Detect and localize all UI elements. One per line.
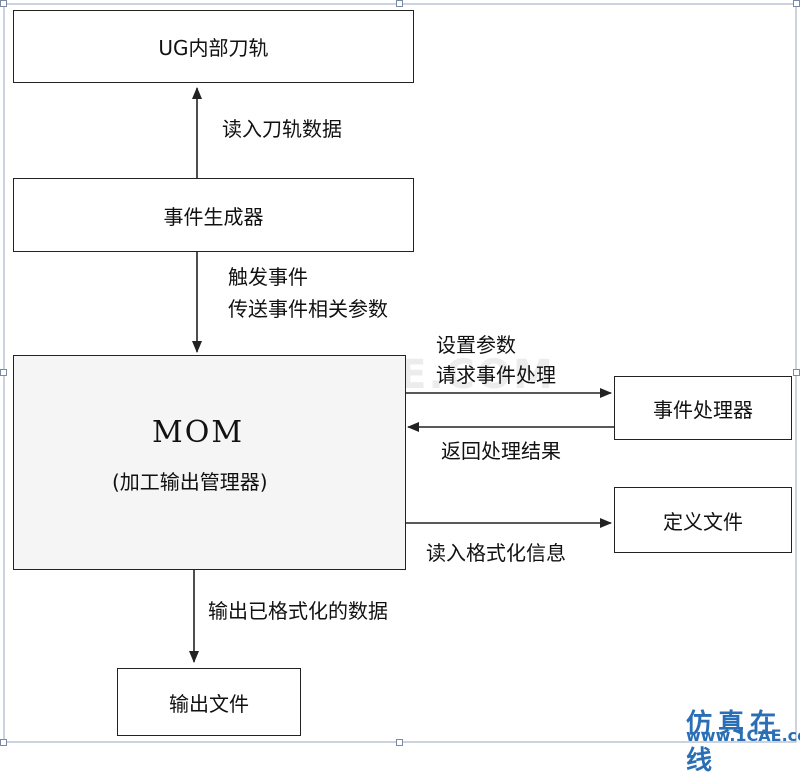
node-output-file[interactable]: 输出文件: [117, 668, 301, 736]
node-mom[interactable]: [13, 355, 406, 570]
edge-label-return-result: 返回处理结果: [441, 439, 561, 463]
edge-label-read-toolpath: 读入刀轨数据: [222, 117, 342, 141]
node-ug-toolpath[interactable]: UG内部刀轨: [13, 10, 414, 83]
node-event-generator-label: 事件生成器: [163, 204, 264, 229]
resize-handle-middle-left[interactable]: [0, 369, 7, 376]
brand-watermark-url: www.1CAE.com: [686, 726, 800, 745]
edge-label-output-formatted: 输出已格式化的数据: [208, 599, 388, 623]
resize-handle-top-left[interactable]: [0, 0, 7, 7]
node-mom-subtitle: (加工输出管理器): [112, 470, 268, 494]
edge-label-trigger-event: 触发事件: [228, 265, 308, 289]
edge-label-set-params: 设置参数: [436, 333, 516, 357]
edge-label-request-handling: 请求事件处理: [436, 363, 556, 387]
node-definition-file-label: 定义文件: [663, 509, 743, 534]
connectors: [189, 87, 614, 663]
node-event-handler[interactable]: 事件处理器: [614, 376, 792, 440]
node-definition-file[interactable]: 定义文件: [614, 487, 792, 553]
node-event-handler-label: 事件处理器: [653, 397, 753, 422]
node-event-generator[interactable]: 事件生成器: [13, 178, 414, 252]
resize-handle-top-center[interactable]: [396, 0, 403, 7]
node-mom-title: MOM: [152, 415, 245, 450]
node-output-file-label: 输出文件: [169, 691, 249, 716]
edge-label-read-format: 读入格式化信息: [426, 541, 566, 565]
node-ug-toolpath-label: UG内部刀轨: [158, 36, 269, 60]
edge-label-pass-params: 传送事件相关参数: [228, 297, 388, 321]
